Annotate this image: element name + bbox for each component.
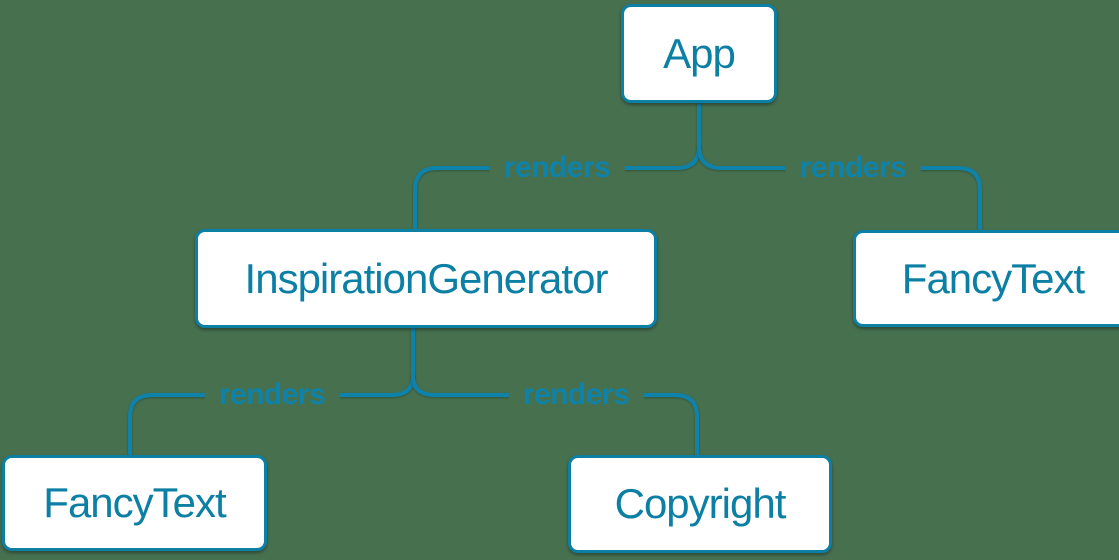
- edge-label-inspirationgenerator-copyright: renders: [508, 378, 644, 412]
- node-copyright-label: Copyright: [614, 480, 787, 527]
- node-inspiration-generator-label: InspirationGenerator: [244, 254, 609, 302]
- connector-app-to-fancytext: [697, 144, 982, 231]
- node-copyright: Copyright: [568, 455, 832, 553]
- node-fancytext-top-right-label: FancyText: [901, 254, 1085, 302]
- node-fancytext-top-right: FancyText: [853, 230, 1119, 327]
- edge-label-app-inspirationgenerator: renders: [489, 151, 625, 185]
- node-fancytext-bottom-left: FancyText: [2, 455, 267, 551]
- node-fancytext-bottom-left-label: FancyText: [43, 479, 226, 526]
- node-app-label: App: [663, 29, 736, 77]
- node-inspiration-generator: InspirationGenerator: [195, 229, 657, 328]
- edge-label-app-fancytext: renders: [785, 151, 921, 185]
- connector-inspirationgenerator-to-copyright: [411, 374, 699, 456]
- edge-label-inspirationgenerator-fancytext: renders: [204, 378, 340, 412]
- node-app: App: [621, 4, 777, 103]
